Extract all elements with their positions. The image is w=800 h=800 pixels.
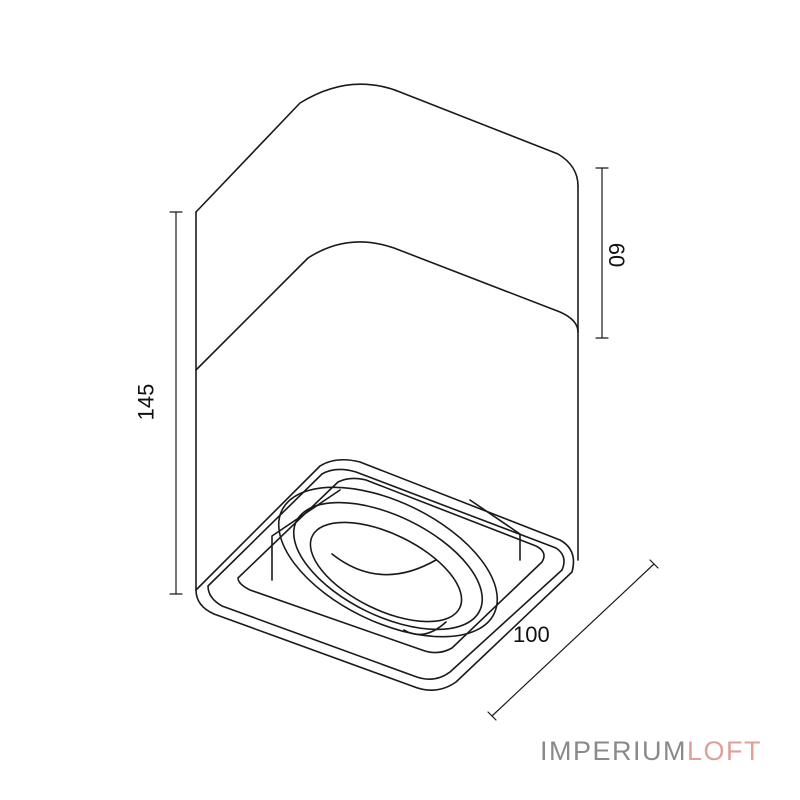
lens-ring-inner — [292, 501, 484, 631]
lens-assembly — [277, 486, 499, 638]
brand-name-part1: IMPERIUM — [540, 736, 687, 766]
lens-reflector — [309, 521, 463, 623]
dimension-label-width: 100 — [513, 622, 550, 647]
dimension-lines — [169, 167, 659, 721]
brand-name-part2: LOFT — [687, 736, 763, 766]
top-face-outline — [195, 83, 579, 213]
brand-logo: IMPERIUMLOFT — [540, 736, 762, 767]
section-band — [195, 241, 579, 371]
dimension-label-height-upper: 60 — [604, 242, 630, 268]
lens-base-arc — [403, 621, 447, 636]
dim-line-100 — [491, 563, 655, 717]
bottom-bezel-outer — [195, 458, 575, 691]
lens-cup — [331, 553, 437, 576]
dim-tick-100-right — [649, 559, 659, 569]
dimension-label-height-total: 145 — [133, 383, 159, 421]
dim-tick-100-left — [487, 711, 497, 721]
lens-ring-outer — [277, 486, 499, 638]
bottom-recess — [237, 477, 545, 654]
lamp-body — [195, 83, 579, 691]
bottom-bezel-inner — [207, 468, 565, 680]
module-box — [271, 489, 521, 581]
